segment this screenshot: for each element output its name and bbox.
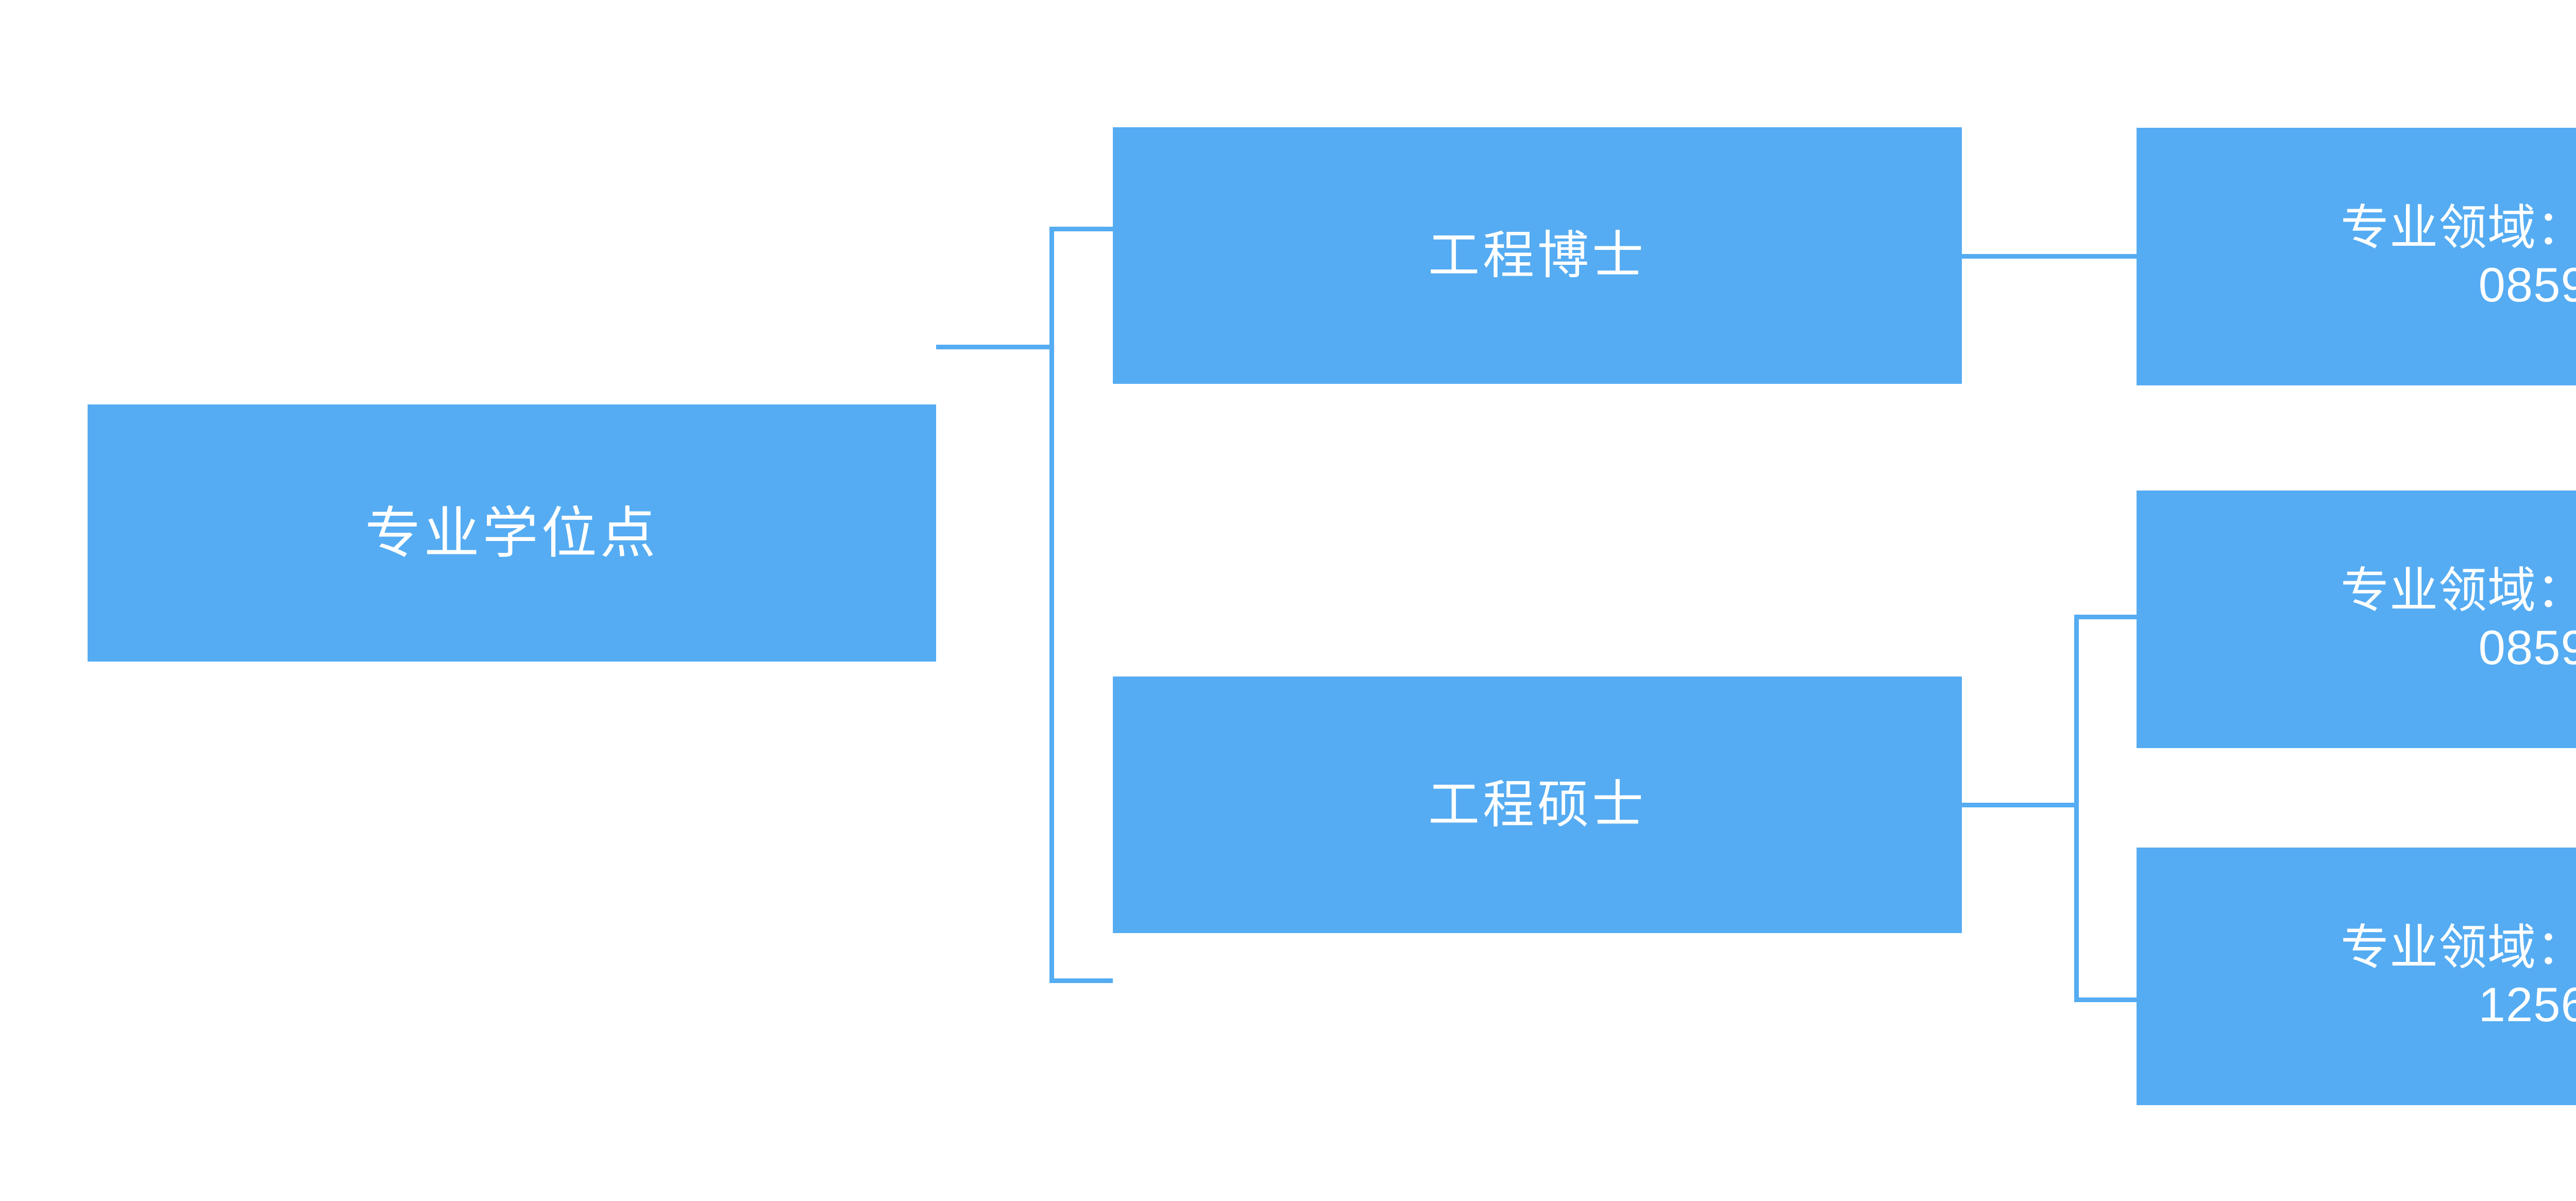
connector-master-to-spine — [1962, 803, 2079, 807]
connector-spine-to-leaf2 — [2074, 615, 2137, 619]
node-field-hydraulic-engineering-doctorate[interactable]: 专业领域：水利工程 085902 — [2137, 128, 2576, 385]
connector-spine-to-leaf3 — [2074, 997, 2137, 1002]
connector-root-to-spine — [936, 345, 1054, 349]
node-engineering-doctorate[interactable]: 工程博士 — [1113, 127, 1962, 384]
node-engineering-master[interactable]: 工程硕士 — [1113, 676, 1962, 933]
connector-doctor-to-leaf1 — [1962, 254, 2137, 259]
connector-spine-to-doctor — [1049, 227, 1113, 231]
node-field-hydraulic-engineering-master[interactable]: 专业领域：水利工程 085902 — [2137, 490, 2576, 748]
node-field-engineering-management-master[interactable]: 专业领域：工程管理 125601 — [2137, 848, 2576, 1105]
connector-spine-level1 — [1049, 227, 1054, 983]
connector-spine-level2 — [2074, 615, 2079, 1002]
connector-spine-to-master — [1049, 978, 1113, 983]
node-root-professional-degree-program[interactable]: 专业学位点 — [88, 404, 936, 662]
